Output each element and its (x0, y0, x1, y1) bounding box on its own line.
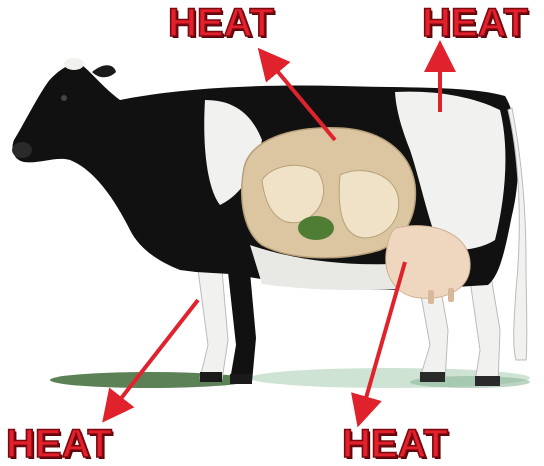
ground-grass (50, 368, 530, 388)
heat-label-bottom-left: HEAT (6, 424, 112, 464)
heat-label-top-right: HEAT (422, 3, 528, 43)
udder (386, 226, 470, 304)
arrow-bottom-left (112, 300, 198, 410)
heat-label-bottom-right: HEAT (342, 424, 448, 464)
heat-label-top-center: HEAT (168, 3, 274, 43)
